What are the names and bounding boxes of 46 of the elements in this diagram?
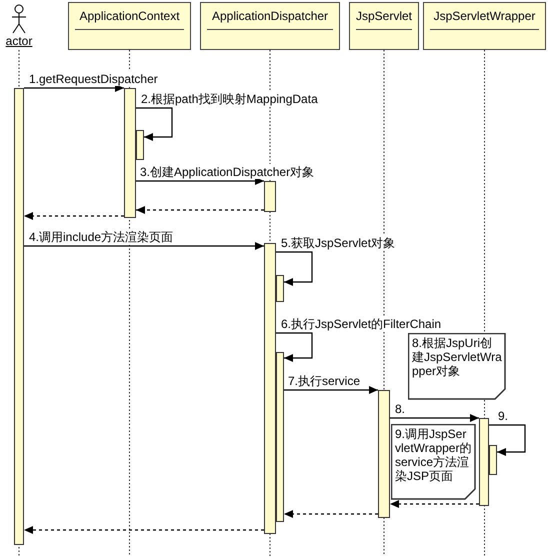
- message-label: 6.执行JspServlet的FilterChain: [280, 317, 442, 331]
- activation-bar: [264, 181, 276, 212]
- message-label: 7.执行service: [287, 374, 362, 388]
- return-arrow: [24, 212, 124, 220]
- note: [391, 424, 476, 500]
- note-text: 8.根据JspUri创建JspServletWrapper对象: [412, 336, 502, 378]
- message-label: 2.根据path找到映射MappingData: [140, 92, 319, 106]
- message-arrow: [284, 386, 378, 394]
- message-arrow: [276, 332, 313, 362]
- message-label: 1.getRequestDispatcher: [28, 72, 159, 86]
- actor-name: actor: [4, 34, 34, 48]
- note: [408, 333, 506, 400]
- activation-bar: [489, 445, 497, 475]
- message-arrow: [24, 84, 124, 92]
- message-label: 3.创建ApplicationDispatcher对象: [139, 165, 316, 179]
- message-arrow: [136, 107, 173, 141]
- message-arrow: [276, 251, 313, 286]
- message-label: 8.: [394, 402, 406, 416]
- message-label: 5.获取JspServlet对象: [280, 236, 396, 250]
- activation-bar: [276, 352, 284, 522]
- activation-bar: [136, 130, 144, 160]
- activation-bar: [14, 88, 24, 545]
- activation-bar: [124, 88, 136, 218]
- message-label: 9.: [497, 409, 510, 423]
- object-name: JspServlet: [354, 9, 414, 23]
- activation-bar: [264, 243, 276, 534]
- lifeline-head-box: [200, 2, 340, 50]
- lifeline-head-box: [349, 2, 419, 50]
- message-label: 4.调用include方法渲染页面: [28, 230, 174, 244]
- object-name: JspServletWrapper: [432, 9, 536, 23]
- message-arrow: [489, 424, 526, 456]
- message-arrow: [136, 177, 264, 185]
- lifeline-head-box: [423, 2, 546, 50]
- activation-bar: [378, 390, 390, 518]
- return-arrow: [284, 510, 378, 518]
- note-text: 9.调用JspServletWrapper的service方法渲染JSP页面: [395, 427, 472, 483]
- message-arrow: [390, 414, 479, 422]
- return-arrow: [136, 206, 264, 214]
- message-arrow: [24, 242, 264, 250]
- activation-bar: [276, 275, 284, 302]
- return-arrow: [24, 526, 264, 534]
- object-name: ApplicationContext: [78, 9, 181, 23]
- activation-bar: [479, 418, 489, 506]
- lifeline-head-box: [68, 2, 191, 50]
- return-arrow: [390, 500, 479, 508]
- object-name: ApplicationDispatcher: [210, 9, 330, 23]
